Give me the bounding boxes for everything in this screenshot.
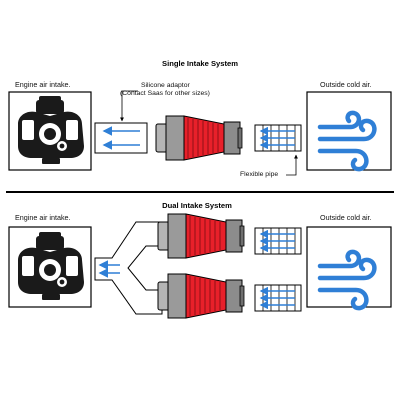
air-filter-icon [157, 273, 245, 319]
outside-air-box [306, 91, 392, 171]
adaptor-leader [120, 90, 138, 122]
single-intake-section [8, 90, 392, 176]
pipe-label: Flexible pipe [240, 171, 279, 178]
silicone-adaptor [94, 122, 148, 154]
flexible-pipe-icon [255, 228, 301, 254]
y-adaptor-icon [94, 221, 163, 315]
pipe-leader [286, 154, 298, 176]
engine-label: Engine air intake. [15, 80, 71, 89]
adaptor-label: Silicone adaptor [141, 82, 190, 89]
airflow-arrow-icon [98, 260, 120, 278]
air-filter-icon [155, 115, 243, 161]
dual-intake-title: Dual Intake System [162, 201, 232, 210]
air-filter-icon [157, 213, 245, 259]
dual-intake-section [8, 213, 392, 319]
engine-label: Engine air intake. [15, 213, 71, 222]
outside-label: Outside cold air. [320, 80, 372, 89]
airflow-arrow-icon [102, 126, 140, 150]
outside-label: Outside cold air. [320, 213, 372, 222]
adaptor-note: (Contact Saas for other sizes) [120, 90, 210, 97]
flexible-pipe-icon [255, 285, 301, 311]
single-intake-title: Single Intake System [162, 59, 238, 68]
flexible-pipe-icon [255, 125, 301, 151]
